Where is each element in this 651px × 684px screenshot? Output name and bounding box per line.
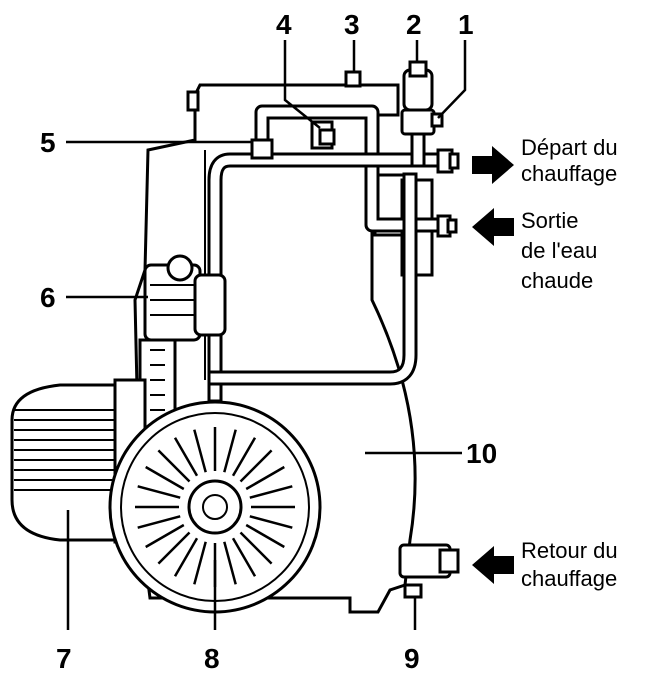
retour-label-line2: chauffage (521, 566, 617, 591)
leader-lines (66, 40, 467, 630)
arrow-depart (472, 146, 514, 184)
door-vent-slot (173, 437, 199, 477)
door-vent-slot (157, 449, 191, 483)
callout-8: 8 (204, 643, 220, 674)
door-vent-slot (249, 485, 293, 499)
door-vent-slot (231, 437, 257, 477)
arrow-retour (472, 546, 514, 584)
callout-2: 2 (406, 9, 422, 40)
depart-label-line2: chauffage (521, 161, 617, 186)
sensor-fitting (310, 120, 336, 150)
pipework (207, 102, 460, 579)
door-vent-slot (231, 537, 257, 577)
callout-4: 4 (276, 9, 292, 40)
door-vent-slot (245, 465, 285, 491)
door-vent-slot (223, 429, 237, 473)
circulation-pump (143, 254, 227, 342)
safety-valve (400, 60, 444, 136)
sortie-label-line3: chaude (521, 268, 593, 293)
callout-3: 3 (344, 9, 360, 40)
callout-5: 5 (40, 127, 56, 158)
retour-label-line1: Retour du (521, 538, 618, 563)
door-vent-slot (145, 523, 185, 549)
callout-7: 7 (56, 643, 72, 674)
door-vent-slot (193, 429, 207, 473)
callout-10: 10 (466, 438, 497, 469)
door-vent-slot (137, 485, 181, 499)
connection-fittings (436, 148, 460, 238)
door-vent-slot (249, 515, 293, 529)
sortie-label-line1: Sortie (521, 208, 578, 233)
callout-1: 1 (458, 9, 474, 40)
arrow-sortie (472, 208, 514, 246)
pressure-fitting (250, 138, 274, 160)
air-vent (344, 70, 362, 88)
door-vent-slot (223, 541, 237, 585)
depart-label-line1: Départ du (521, 135, 618, 160)
door-vent-slot (239, 449, 273, 483)
door-vent-slot (137, 515, 181, 529)
door-vent-slot (145, 465, 185, 491)
door-vent-slot (157, 531, 191, 565)
door-vent-slot (173, 537, 199, 577)
callout-6: 6 (40, 282, 56, 313)
drain-tap (403, 583, 423, 599)
door-vents (135, 427, 295, 587)
door-vent-slot (193, 541, 207, 585)
callout-9: 9 (404, 643, 420, 674)
sortie-label-line2: de l'eau (521, 238, 597, 263)
door-vent-slot (245, 523, 285, 549)
door-vent-slot (239, 531, 273, 565)
